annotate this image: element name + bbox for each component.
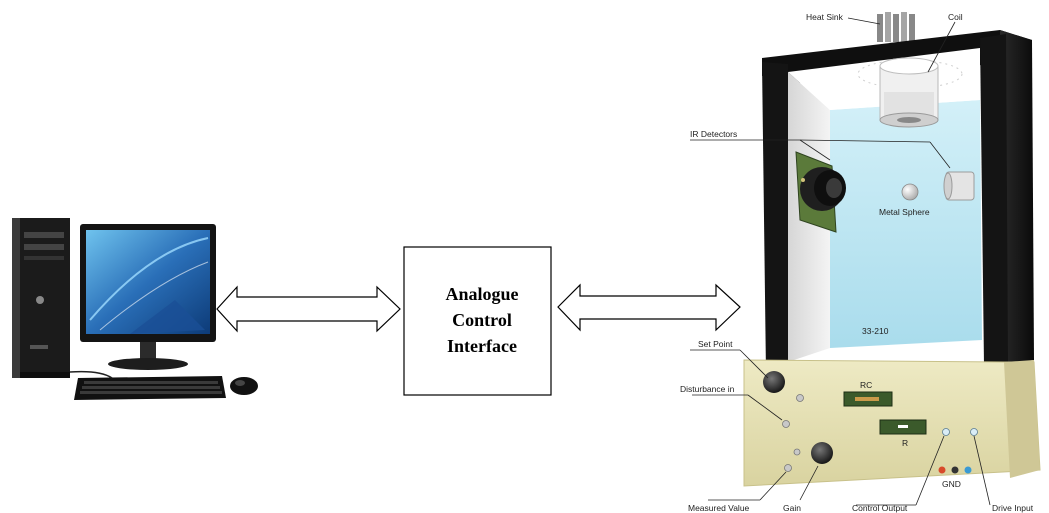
keyboard xyxy=(74,376,226,400)
cabinet-left-pillar xyxy=(762,62,790,374)
desktop-computer xyxy=(12,218,258,400)
interface-line-3: Interface xyxy=(447,336,517,356)
ir-detector-right xyxy=(943,171,975,201)
drive-input-socket[interactable] xyxy=(970,428,978,436)
gain-socket[interactable] xyxy=(793,448,801,456)
measured-value-label: Measured Value xyxy=(688,503,750,513)
gain-knob[interactable] xyxy=(811,442,833,464)
coil xyxy=(857,57,963,128)
gnd-socket-blue[interactable] xyxy=(964,466,972,474)
metal-sphere xyxy=(901,183,919,201)
set-point-knob[interactable] xyxy=(763,371,785,393)
coil-label: Coil xyxy=(948,12,963,22)
gain-label: Gain xyxy=(783,503,801,513)
chamber-back-wall xyxy=(830,100,982,348)
set-point-socket[interactable] xyxy=(796,394,804,402)
disturbance-in-socket[interactable] xyxy=(782,420,790,428)
heat-sink-fins xyxy=(877,12,915,42)
ir-detector-left xyxy=(795,151,846,233)
ir-detectors-label: IR Detectors xyxy=(690,129,737,139)
gnd-socket-black[interactable] xyxy=(951,466,959,474)
gnd-label: GND xyxy=(942,479,961,489)
base-right-side xyxy=(1004,360,1040,478)
r-label: R xyxy=(902,438,908,448)
metal-sphere-label: Metal Sphere xyxy=(879,207,930,217)
cabinet-right-pillar xyxy=(980,34,1008,366)
drive-input-label: Drive Input xyxy=(992,503,1034,513)
rc-label: RC xyxy=(860,380,872,390)
interface-line-1: Analogue xyxy=(445,284,518,304)
bidirectional-arrow-interface-apparatus xyxy=(557,283,741,332)
control-output-socket[interactable] xyxy=(942,428,950,436)
monitor xyxy=(80,224,216,370)
bidirectional-arrow-pc-interface xyxy=(216,285,401,333)
control-output-label: Control Output xyxy=(852,503,908,513)
gnd-socket-red[interactable] xyxy=(938,466,946,474)
maglev-apparatus: Heat Sink Coil IR Detectors Metal Sphere… xyxy=(680,12,1041,513)
analogue-control-interface-box: Analogue Control Interface xyxy=(403,246,552,396)
set-point-label: Set Point xyxy=(698,339,733,349)
disturbance-in-label: Disturbance in xyxy=(680,384,735,394)
interface-line-2: Control xyxy=(452,310,512,330)
measured-value-socket[interactable] xyxy=(784,464,792,472)
pc-tower xyxy=(12,218,70,378)
mouse xyxy=(230,377,258,395)
cabinet-right-side xyxy=(1000,30,1034,364)
model-number-label: 33-210 xyxy=(862,326,889,336)
leader-lines xyxy=(690,17,991,506)
heat-sink-label: Heat Sink xyxy=(806,12,844,22)
